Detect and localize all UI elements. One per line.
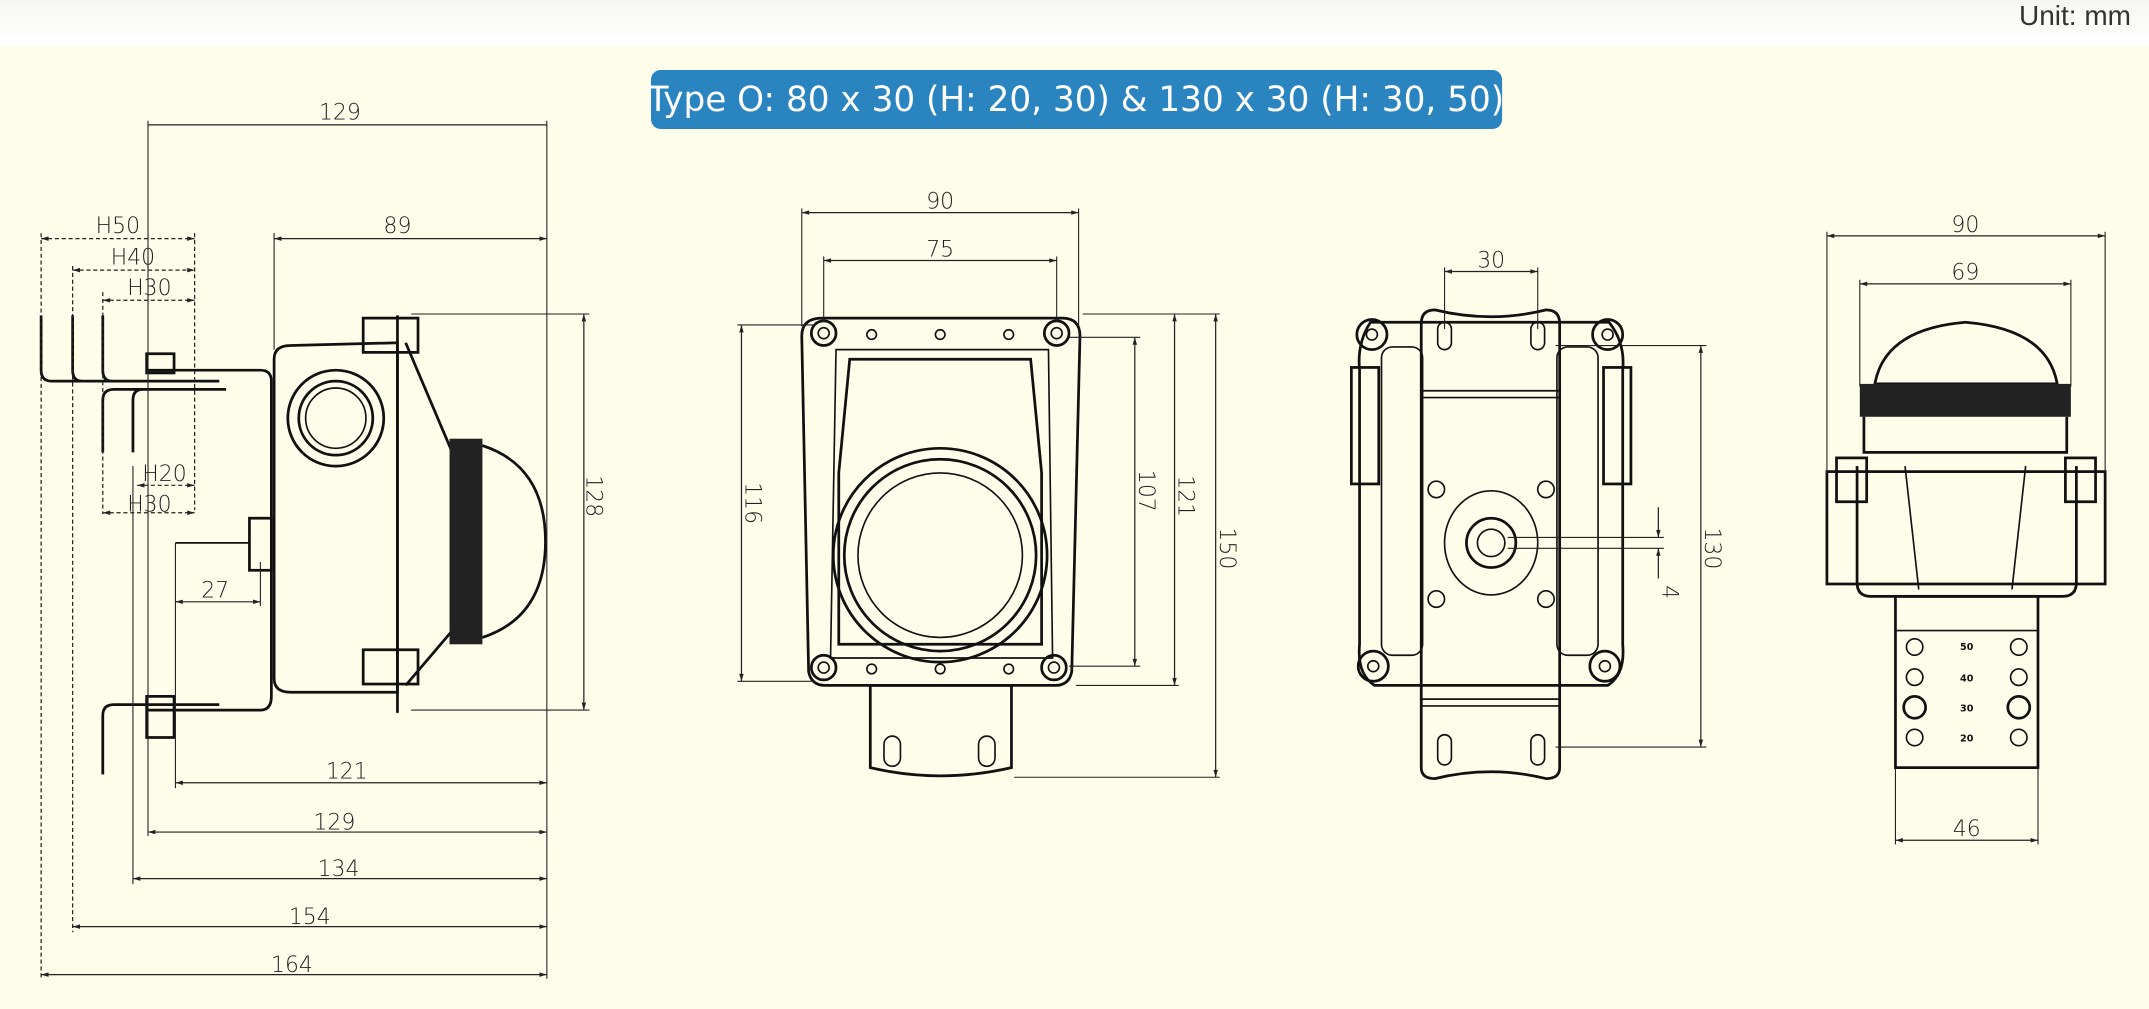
end-view: 50 40 30 20 90 69 46 bbox=[1825, 213, 2107, 845]
dim-h30-bottom: H30 bbox=[127, 492, 171, 517]
dim-front-116: 116 bbox=[740, 482, 765, 524]
dim-end-46: 46 bbox=[1953, 817, 1981, 842]
dim-front-90: 90 bbox=[926, 189, 954, 214]
dim-side-121: 121 bbox=[326, 760, 368, 785]
dim-rear-30: 30 bbox=[1477, 248, 1505, 273]
dim-side-134: 134 bbox=[318, 857, 360, 882]
dim-h20: H20 bbox=[142, 462, 186, 487]
dim-end-69: 69 bbox=[1951, 261, 1979, 286]
end-view-body: 50 40 30 20 bbox=[1825, 320, 2107, 770]
dim-side-129: 129 bbox=[314, 810, 356, 835]
dim-end-90: 90 bbox=[1951, 213, 1979, 238]
front-view-body bbox=[800, 316, 1082, 778]
dim-front-107: 107 bbox=[1133, 470, 1158, 512]
front-view: 90 75 116 107 121 150 bbox=[737, 189, 1239, 778]
dim-h30-top: H30 bbox=[127, 276, 171, 301]
side-view: 129 89 H50 H40 H30 H20 H30 27 128 121 12… bbox=[39, 100, 606, 979]
dim-h40: H40 bbox=[111, 246, 155, 271]
dim-h50: H50 bbox=[96, 214, 140, 239]
top-band bbox=[0, 0, 2149, 46]
rear-view: 30 130 4 bbox=[1349, 248, 1724, 780]
dim-27: 27 bbox=[201, 579, 229, 604]
rear-view-body bbox=[1349, 308, 1633, 780]
bracket-mark-20: 20 bbox=[1960, 734, 1974, 745]
bracket-mark-50: 50 bbox=[1960, 642, 1974, 653]
dim-rear-130: 130 bbox=[1699, 527, 1724, 569]
bracket-mark-30: 30 bbox=[1960, 703, 1974, 714]
dim-rear-4: 4 bbox=[1656, 585, 1681, 599]
dim-front-121: 121 bbox=[1173, 475, 1198, 517]
title-badge-text: Type O: 80 x 30 (H: 20, 30) & 130 x 30 (… bbox=[647, 80, 1504, 120]
dim-side-89: 89 bbox=[384, 214, 412, 239]
dim-side-164: 164 bbox=[271, 953, 313, 978]
dim-front-150: 150 bbox=[1214, 527, 1239, 569]
dim-side-129-top: 129 bbox=[319, 100, 361, 125]
bracket-mark-40: 40 bbox=[1960, 673, 1974, 684]
dim-front-75: 75 bbox=[926, 237, 954, 262]
dim-side-154: 154 bbox=[289, 905, 331, 930]
title-badge: Type O: 80 x 30 (H: 20, 30) & 130 x 30 (… bbox=[647, 70, 1504, 129]
dim-side-128: 128 bbox=[581, 475, 606, 517]
side-view-body bbox=[39, 315, 547, 775]
unit-label: Unit: mm bbox=[2019, 0, 2131, 31]
